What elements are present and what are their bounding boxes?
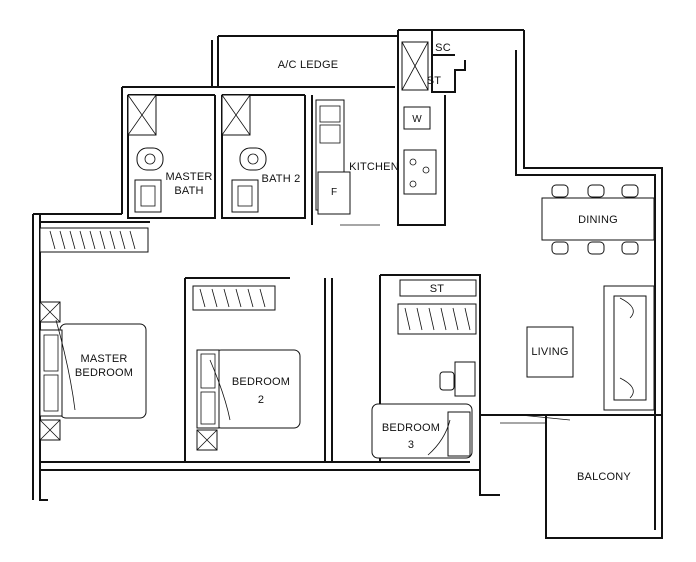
exterior-walls bbox=[32, 29, 663, 539]
fridge-label: F bbox=[331, 187, 337, 198]
st-bed3-label: ST bbox=[430, 283, 445, 295]
interior-walls bbox=[40, 30, 481, 462]
master-bedroom-label-1: MASTER bbox=[80, 353, 127, 365]
master-bedroom-label-2: BEDROOM bbox=[75, 367, 133, 379]
balcony-label: BALCONY bbox=[577, 471, 631, 483]
bedroom3-label-2: 3 bbox=[408, 439, 414, 451]
sc-label: SC bbox=[435, 42, 451, 54]
bath2-label: BATH 2 bbox=[262, 173, 301, 185]
ac-ledge-label: A/C LEDGE bbox=[278, 59, 339, 71]
living-label: LIVING bbox=[531, 346, 568, 358]
washer-label: W bbox=[412, 114, 422, 125]
st-top-label: ST bbox=[427, 75, 442, 87]
fixtures bbox=[39, 41, 655, 459]
bedroom3-label-1: BEDROOM bbox=[382, 422, 440, 434]
bedroom2-label-2: 2 bbox=[258, 394, 264, 406]
master-bath-label-1: MASTER bbox=[165, 171, 212, 183]
dining-label: DINING bbox=[578, 214, 618, 226]
master-bath-label-2: BATH bbox=[174, 185, 203, 197]
room-labels: A/C LEDGE SC ST MASTER BATH BATH 2 KITCH… bbox=[75, 42, 631, 483]
kitchen-label: KITCHEN bbox=[349, 161, 399, 173]
bedroom2-label-1: BEDROOM bbox=[232, 376, 290, 388]
